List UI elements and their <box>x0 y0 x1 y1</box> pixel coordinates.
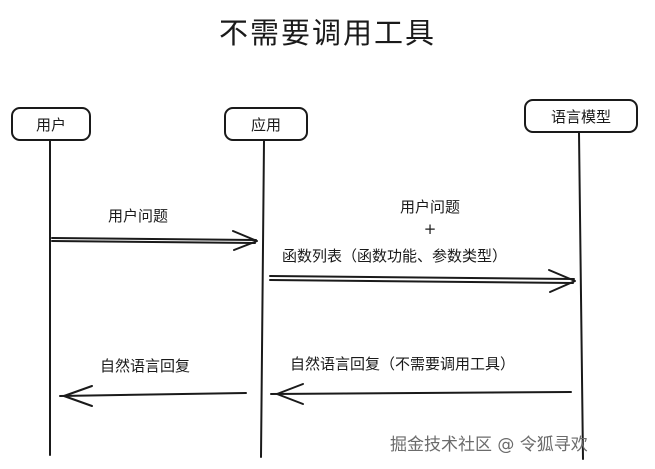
arrow-app-to-user <box>59 385 247 407</box>
actor-app-label: 应用 <box>250 115 281 134</box>
message-question-line1: 用户问题 <box>399 198 460 216</box>
diagram-title: 不需要调用工具 <box>218 16 436 50</box>
arrow-model-to-app <box>270 383 572 405</box>
actor-model-label: 语言模型 <box>550 107 611 126</box>
message-app-reply: 自然语言回复 <box>100 357 191 375</box>
actor-user: 用户 <box>11 107 91 141</box>
arrow-app-to-model <box>269 269 576 293</box>
lifeline-app <box>260 140 265 458</box>
message-question-plus: + <box>423 220 437 238</box>
watermark: 掘金技术社区 @ 令狐寻欢 <box>390 435 588 455</box>
actor-user-label: 用户 <box>35 115 66 134</box>
arrow-user-to-app <box>51 230 258 251</box>
message-function-list: 函数列表（函数功能、参数类型） <box>282 247 508 265</box>
message-user-question: 用户问题 <box>108 207 169 225</box>
lifeline-model <box>578 132 584 460</box>
actor-app: 应用 <box>224 107 308 141</box>
message-model-reply: 自然语言回复（不需要调用工具） <box>290 355 516 373</box>
actor-model: 语言模型 <box>524 99 638 133</box>
